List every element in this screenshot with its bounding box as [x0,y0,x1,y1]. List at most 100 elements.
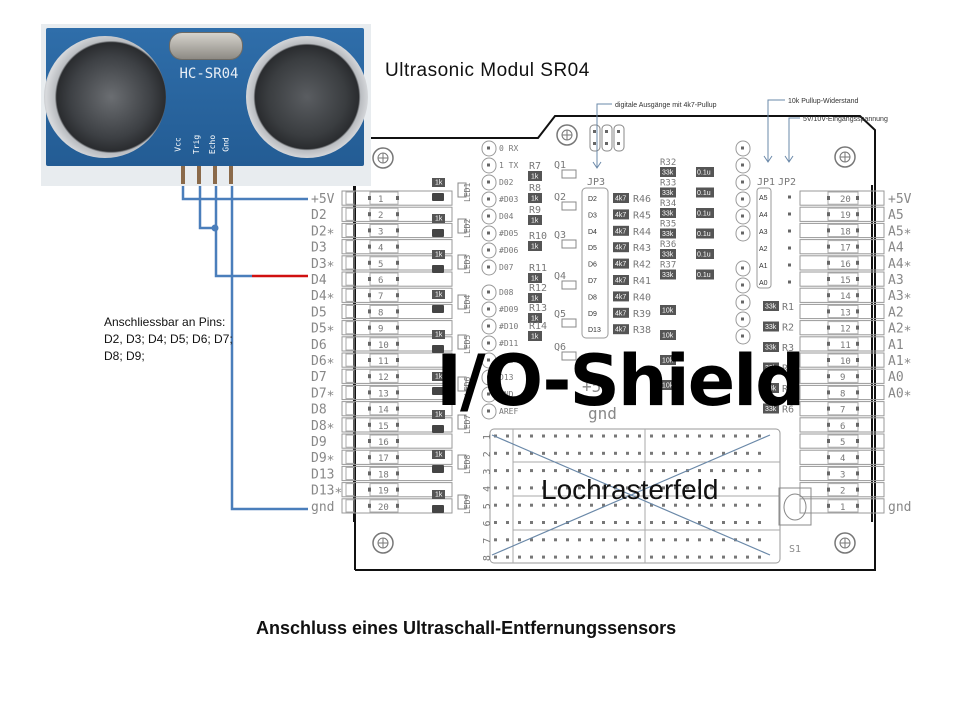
terminal-pad [827,422,830,427]
terminal-pad [856,487,859,492]
terminal-pad [368,196,371,200]
resistor-33k [660,249,676,259]
terminal-number: 9 [378,325,383,335]
resistor-value: 1k [531,276,539,283]
resistor-value: 33k [765,345,777,352]
proto-hole [686,451,689,455]
switch-s1 [778,487,812,526]
arduino-pin-label: D07 [499,263,514,272]
terminal-cell-edge [345,256,355,270]
proto-hole [614,521,617,524]
proto-hole [698,538,701,542]
capacitor-value: 0.1u [697,272,711,279]
terminal-cell [799,303,885,320]
arduino-pin-label: D13 [499,373,514,382]
proto-hole [518,434,521,438]
terminal-cell-edge [345,466,355,481]
proto-hole [710,538,713,542]
resistor-33k [763,301,779,311]
resistor-1k [432,410,445,419]
proto-hole [602,503,605,507]
proto-hole [590,503,593,507]
terminal-cell-edge [345,240,355,254]
arduino-pin-label: #D09 [499,305,518,314]
sensor-module-photo: HC-SR04 Vcc Trig Echo Gnd [41,24,371,186]
terminal-pad [856,390,859,395]
led [457,376,467,392]
proto-hole [698,434,701,438]
proto-hole [590,555,593,559]
proto-hole [758,555,761,559]
proto-hole [662,434,665,438]
proto-hole [494,503,497,507]
resistor-33k [763,383,779,393]
diode [432,265,444,273]
jp2-pad [788,229,791,233]
terminal-pad [856,293,859,298]
proto-hole [494,538,497,542]
proto-hole [626,434,629,438]
shield-title: I/O-Shield [436,340,805,422]
resistor-33k [763,321,779,332]
proto-hole [710,555,713,559]
terminal-row: 7 [799,401,885,417]
resistor-value: 10k [662,333,674,340]
proto-row-number: 4 [482,486,493,492]
terminal-label: D8∗ [311,419,334,434]
terminal-pad [396,503,399,508]
proto-hole [710,434,713,438]
terminal-row: 5 [799,433,885,449]
resistor-1k [528,215,542,225]
proto-hole [638,434,641,438]
proto-row-number: 1 [482,434,493,440]
diode [432,305,444,313]
terminal-number: 11 [840,341,851,351]
proto-hole [554,451,557,455]
proto-hole [638,555,641,559]
terminal-cell-edge [345,207,355,221]
proto-hole [542,555,545,559]
terminal-number: 7 [840,406,845,416]
transistor-label: Q2 [554,192,566,203]
terminal-pad [827,455,830,460]
wire-gnd [230,182,308,511]
terminal-pad [827,341,830,346]
terminal-pad [827,471,830,476]
resistor-4k7 [613,275,629,285]
led-label: LED3 [463,255,472,274]
arduino-pin: D04 [481,208,514,225]
jp3-pin-label: D4 [588,229,597,236]
pin-pad [487,358,490,362]
proto-hole [650,451,653,455]
terminal-number: 17 [378,454,389,464]
proto-hole [758,521,761,524]
terminal-pad [827,293,830,298]
proto-hole [674,469,677,473]
terminal-cell [799,336,885,352]
proto-hole [542,434,545,438]
terminal-pad [368,487,371,492]
jp1-pin-label: A2 [759,246,768,253]
proto-hole [686,555,689,559]
proto-hole [506,555,509,559]
proto-hole [638,469,641,473]
terminal-cell [799,271,885,287]
terminal-number: 13 [840,308,851,318]
terminal-pad [827,309,830,314]
terminal-number: 18 [378,470,389,480]
proto-hole [626,469,629,473]
proto-hole [602,451,605,455]
transistor: Q5 [554,309,577,328]
capacitor-value: 0.1u [697,231,711,238]
transistor: Q1 [554,160,577,179]
proto-hole [590,451,593,455]
proto-hole [494,555,497,559]
resistor-label: R43 [633,243,651,254]
